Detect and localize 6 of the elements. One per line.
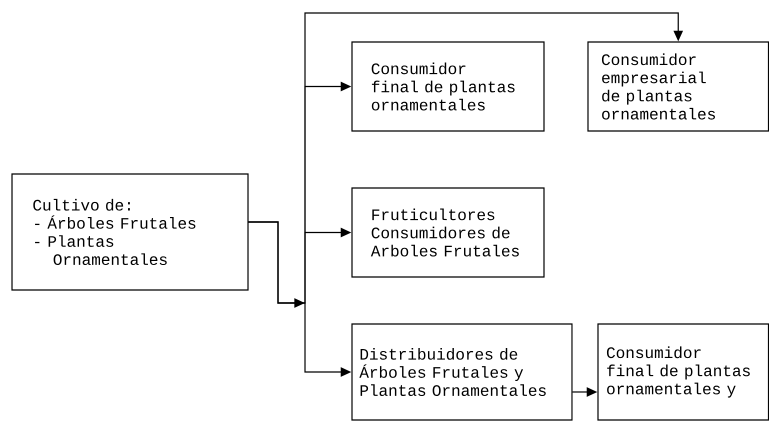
process-box: Distribuidores de Árboles Frutales y Plantas Ornamentales: [351, 323, 573, 421]
process-box: Cultivo de: - Árboles Frutales - Plantas Ornamentales: [11, 173, 249, 291]
process-box: Fruticultores Consumidores de Arboles Frutales: [351, 187, 545, 278]
process-box: Consumidor final de plantas ornamentales: [351, 41, 545, 132]
process-box: Consumidor final de plantas ornamentales y: [597, 323, 769, 421]
process-box: Consumidor empresarial de plantas ornamentales: [587, 41, 769, 132]
